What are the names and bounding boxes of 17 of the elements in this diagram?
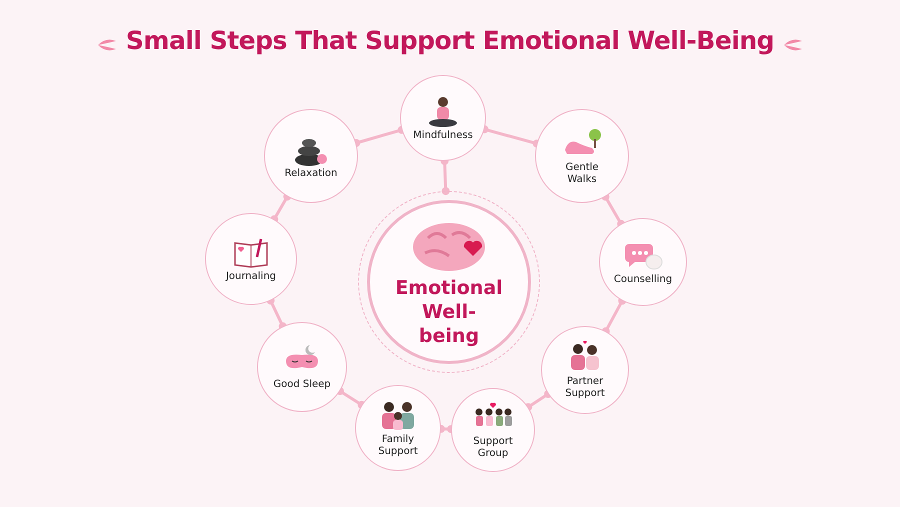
diagram-title: Small Steps That Support Emotional Well-Being bbox=[126, 26, 774, 55]
step-label: Relaxation bbox=[284, 168, 338, 180]
step-label: Journaling bbox=[226, 271, 276, 283]
step-label: Support Group bbox=[472, 436, 514, 460]
center-label: Emotional Well-being bbox=[394, 276, 504, 348]
step-label: Gentle Walks bbox=[564, 162, 600, 186]
connector-line bbox=[266, 296, 287, 330]
connector-line bbox=[602, 296, 626, 336]
connector-line bbox=[601, 192, 626, 228]
connector-line bbox=[270, 192, 292, 224]
step-label: Counselling bbox=[614, 274, 672, 286]
connector-line bbox=[336, 387, 366, 409]
step-label: Partner Support bbox=[564, 376, 606, 400]
step-label: Good Sleep bbox=[273, 379, 331, 391]
connector-line bbox=[524, 390, 552, 412]
step-label: Family Support bbox=[377, 434, 419, 458]
step-label: Mindfulness bbox=[413, 130, 473, 142]
